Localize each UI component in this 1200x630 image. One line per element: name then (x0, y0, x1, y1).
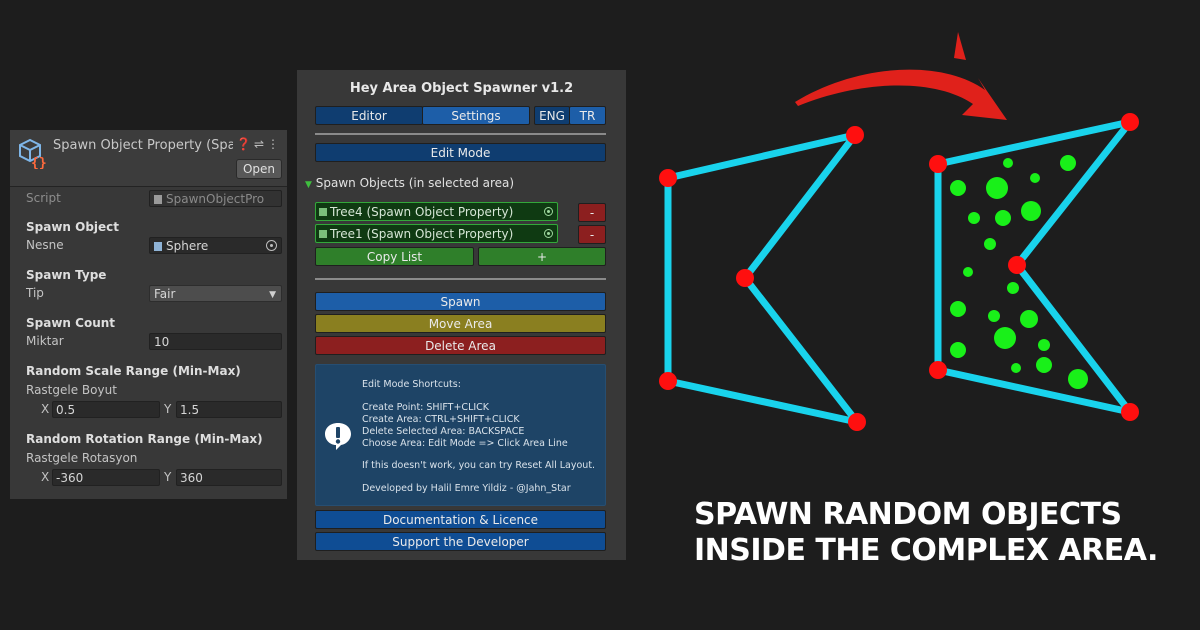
rotation-label-row: Rastgele Rotasyon (26, 450, 282, 468)
script-value: SpawnObjectPro (166, 192, 265, 206)
help-create-point: Create Point: SHIFT+CLICK (362, 402, 490, 413)
nesne-label: Nesne (26, 238, 64, 252)
miktar-label: Miktar (26, 334, 64, 348)
divider (315, 133, 606, 135)
delete-area-button[interactable]: Delete Area (315, 336, 606, 355)
inspector-header: {} Spawn Object Property (Spa ❓⇌⋮ Open (10, 130, 287, 187)
inspector-panel: {} Spawn Object Property (Spa ❓⇌⋮ Open S… (10, 130, 287, 499)
scale-y-input[interactable]: 1.5 (176, 401, 282, 418)
area-points (659, 126, 866, 431)
rotation-label: Rastgele Rotasyon (26, 451, 138, 465)
headline: SPAWN RANDOM OBJECTS INSIDE THE COMPLEX … (694, 497, 1174, 569)
help-heading: Edit Mode Shortcuts: (362, 379, 461, 390)
more-icon[interactable]: ⋮ (267, 137, 282, 151)
spawn-type-heading: Spawn Type (26, 268, 107, 282)
prefab-icon (154, 242, 162, 251)
scale-x-input[interactable]: 0.5 (52, 401, 160, 418)
object-picker-icon[interactable] (544, 229, 553, 238)
open-button[interactable]: Open (236, 159, 282, 179)
nesne-field[interactable]: Sphere (149, 237, 282, 254)
spawn-count-heading: Spawn Count (26, 316, 116, 330)
scale-y-label: Y (164, 402, 172, 416)
tip-dropdown[interactable]: Fair ▼ (149, 285, 282, 302)
spawn-objects-heading: Spawn Objects (in selected area) (315, 176, 515, 190)
remove-object-button[interactable]: - (578, 203, 606, 222)
scale-range-heading: Random Scale Range (Min-Max) (26, 364, 241, 378)
tip-value: Fair (154, 287, 176, 301)
move-area-button[interactable]: Move Area (315, 314, 606, 333)
help-choose-area: Choose Area: Edit Mode => Click Area Lin… (362, 438, 568, 449)
spawned-objects (950, 155, 1088, 389)
spawn-object-label: Tree1 (Spawn Object Property) (330, 227, 514, 241)
spawn-object-heading: Spawn Object (26, 220, 120, 234)
object-picker-icon[interactable] (266, 240, 277, 251)
help-delete-area: Delete Selected Area: BACKSPACE (362, 426, 525, 437)
chevron-down-icon: ▼ (269, 290, 276, 300)
headline-line-1: SPAWN RANDOM OBJECTS (694, 497, 1122, 532)
scale-x-label: X (41, 402, 50, 416)
tab-settings[interactable]: Settings (422, 106, 530, 125)
rotation-range-heading: Random Rotation Range (Min-Max) (26, 432, 263, 446)
rot-x-input[interactable]: -360 (52, 469, 160, 486)
script-row: Script SpawnObjectPro (26, 190, 282, 208)
svg-text:{}: {} (31, 156, 47, 169)
script-label: Script (26, 191, 61, 205)
script-file-icon (154, 195, 162, 204)
copy-list-button[interactable]: Copy List (315, 247, 474, 266)
foldout-arrow-icon: ▼ (305, 180, 312, 190)
tab-editor[interactable]: Editor (315, 106, 423, 125)
prefab-icon (319, 230, 327, 238)
rot-y-input[interactable]: 360 (176, 469, 282, 486)
nesne-value: Sphere (166, 239, 209, 253)
tip-row: Tip Fair ▼ (26, 285, 282, 303)
language-tr-button[interactable]: TR (569, 106, 606, 125)
script-cube-icon: {} (19, 138, 47, 169)
support-developer-button[interactable]: Support the Developer (315, 532, 606, 551)
spawner-title: Hey Area Object Spawner v1.2 (349, 81, 574, 96)
area-points (929, 113, 1139, 421)
scale-label-row: Rastgele Boyut (26, 382, 282, 400)
help-box: Edit Mode Shortcuts: Create Point: SHIFT… (315, 364, 606, 506)
add-object-button[interactable]: + (478, 247, 606, 266)
rot-x-label: X (41, 470, 50, 484)
scale-label: Rastgele Boyut (26, 383, 117, 397)
filled-area-polygon (934, 118, 1134, 416)
spawner-window: Hey Area Object Spawner v1.2 Editor Sett… (297, 70, 626, 560)
object-picker-icon[interactable] (544, 207, 553, 216)
scale-xy-row: X 0.5 Y 1.5 (26, 401, 282, 419)
empty-area-polygon (664, 131, 861, 426)
red-arrow-icon (795, 69, 1007, 120)
help-reset-hint: If this doesn't work, you can try Reset … (362, 460, 596, 471)
help-credit: Developed by Halil Emre Yildiz - @Jahn_S… (362, 483, 571, 494)
documentation-button[interactable]: Documentation & Licence (315, 510, 606, 529)
miktar-row: Miktar 10 (26, 333, 282, 351)
spawn-object-item[interactable]: Tree4 (Spawn Object Property) (315, 202, 558, 221)
preset-icon[interactable]: ⇌ (253, 137, 267, 151)
headline-line-2: INSIDE THE COMPLEX AREA. (694, 533, 1158, 568)
spawn-object-label: Tree4 (Spawn Object Property) (330, 205, 514, 219)
miktar-input[interactable]: 10 (149, 333, 282, 350)
inspector-header-icons: ❓⇌⋮ (236, 137, 282, 151)
prefab-icon (319, 208, 327, 216)
help-icon[interactable]: ❓ (235, 137, 254, 151)
language-eng-button[interactable]: ENG (534, 106, 570, 125)
area-illustration (659, 32, 1139, 431)
spawn-object-item[interactable]: Tree1 (Spawn Object Property) (315, 224, 558, 243)
help-create-area: Create Area: CTRL+SHIFT+CLICK (362, 414, 520, 425)
spawn-objects-foldout[interactable]: ▼ Spawn Objects (in selected area) (305, 176, 514, 190)
spawn-button[interactable]: Spawn (315, 292, 606, 311)
remove-object-button[interactable]: - (578, 225, 606, 244)
rot-y-label: Y (164, 470, 172, 484)
tip-label: Tip (26, 286, 44, 300)
inspector-title: Spawn Object Property (Spa (53, 138, 233, 153)
nesne-row: Nesne Sphere (26, 237, 282, 255)
edit-mode-button[interactable]: Edit Mode (315, 143, 606, 162)
script-field[interactable]: SpawnObjectPro (149, 190, 282, 207)
divider (315, 278, 606, 280)
rotation-xy-row: X -360 Y 360 (26, 469, 282, 487)
info-icon (325, 423, 351, 450)
